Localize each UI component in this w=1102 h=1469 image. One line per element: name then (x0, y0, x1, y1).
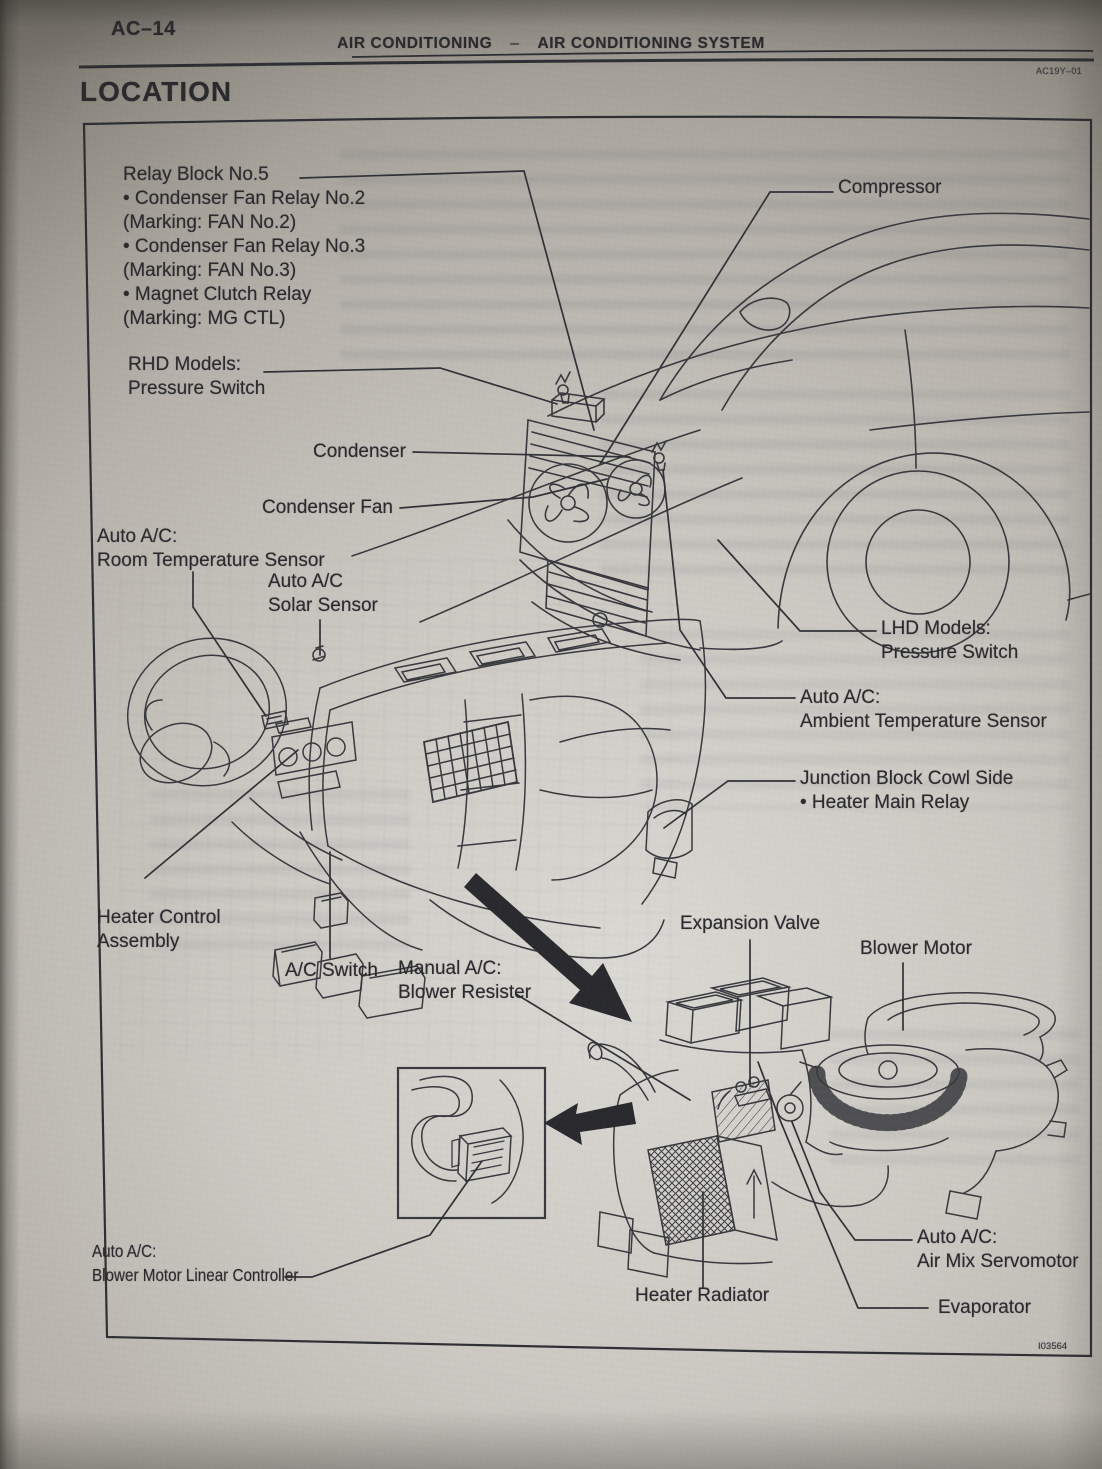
label-rhd-pressure-switch: RHD Models: Pressure Switch (128, 354, 266, 399)
label-compressor: Compressor (838, 177, 942, 198)
label-expansion-valve: Expansion Valve (680, 913, 821, 934)
label-lhd-pressure-switch: LHD Models: Pressure Switch (881, 618, 1019, 663)
header-separator: – (510, 35, 520, 52)
page-title: LOCATION (80, 76, 233, 107)
label-room-temperature-sensor: Auto A/C: Room Temperature Sensor (97, 526, 325, 571)
label-condenser-fan: Condenser Fan (262, 497, 393, 518)
running-header: AIR CONDITIONING–AIR CONDITIONING SYSTEM (0, 35, 1102, 53)
label-junction-block: Junction Block Cowl Side • Heater Main R… (800, 768, 1014, 813)
label-ac-switch: A/C Switch (285, 960, 378, 981)
label-relay-block: Relay Block No.5 • Condenser Fan Relay N… (123, 164, 366, 329)
header-section: AIR CONDITIONING (337, 35, 493, 52)
label-solar-sensor: Auto A/C Solar Sensor (268, 571, 378, 616)
header-subsection: AIR CONDITIONING SYSTEM (537, 35, 765, 52)
document-code: AC19Y–01 (1036, 66, 1082, 76)
label-heater-control-assembly: Heater Control Assembly (97, 907, 221, 952)
label-evaporator: Evaporator (938, 1297, 1031, 1318)
label-heater-radiator: Heater Radiator (635, 1285, 770, 1306)
figure-code: I03564 (1038, 1341, 1068, 1352)
label-ambient-temperature-sensor: Auto A/C: Ambient Temperature Sensor (800, 687, 1047, 732)
label-blower-motor-linear-controller: Auto A/C: Blower Motor Linear Controller (92, 1241, 299, 1285)
label-blower-resistor: Manual A/C: Blower Resister (398, 958, 532, 1003)
label-air-mix-servomotor: Auto A/C: Air Mix Servomotor (917, 1227, 1079, 1272)
label-condenser: Condenser (313, 441, 406, 462)
label-blower-motor: Blower Motor (860, 938, 972, 959)
